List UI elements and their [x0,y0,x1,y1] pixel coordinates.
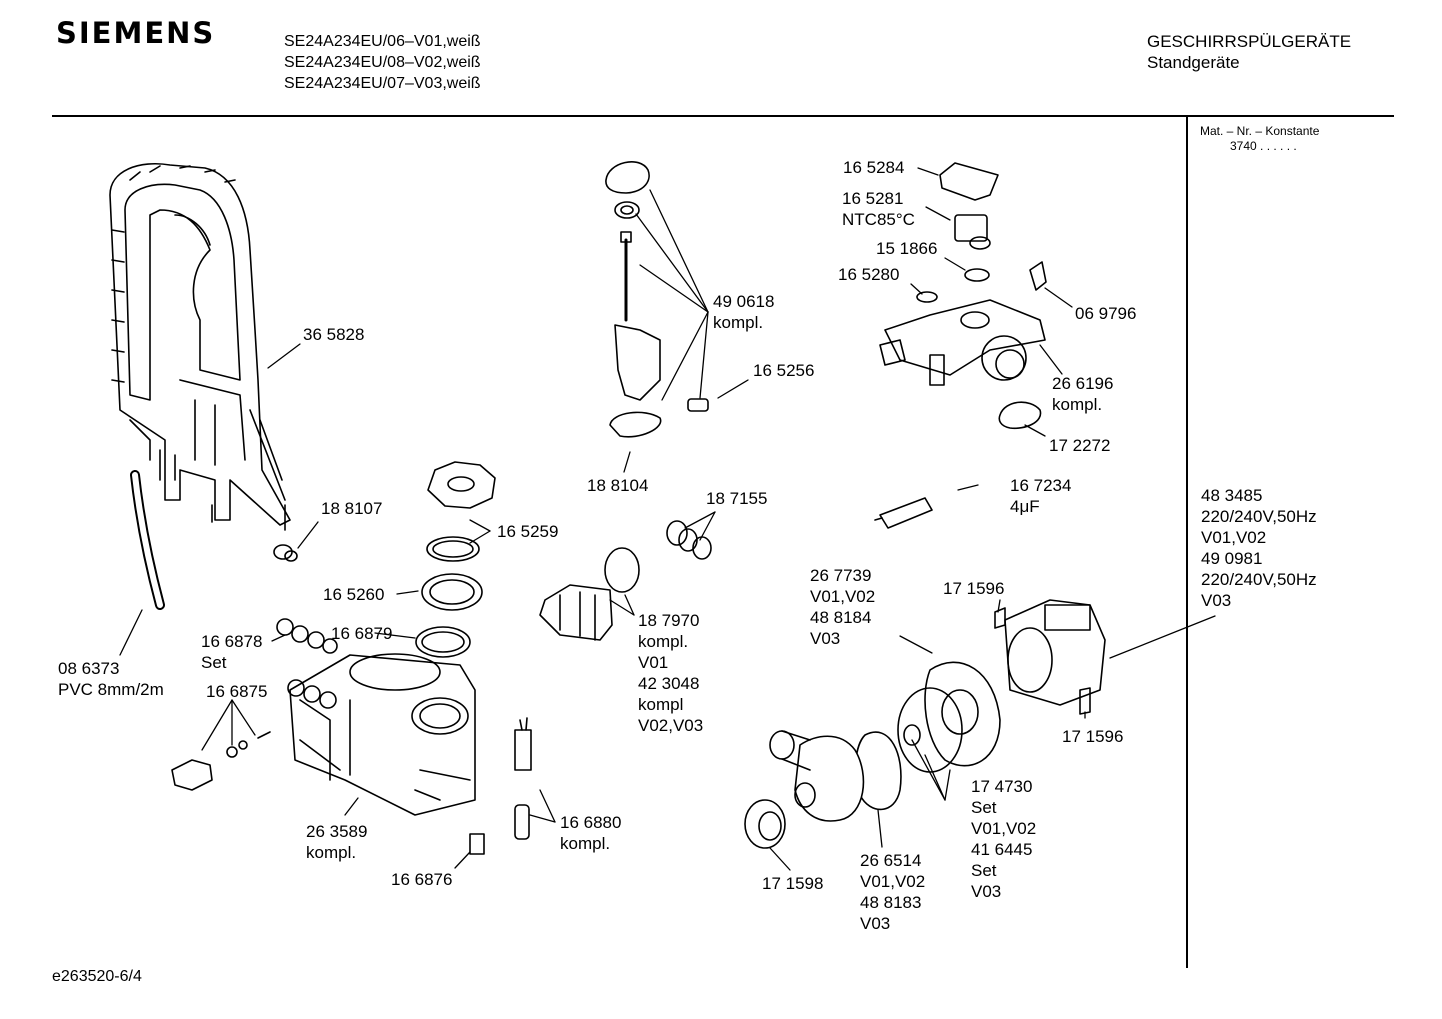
material-number-value: 3740 . . . . . . [1230,139,1297,153]
drain-pump-drawing [539,584,613,641]
part-label-171596-bottom: 17 1596 [1062,727,1124,746]
hose-clamp-drawing [998,401,1042,430]
side-divider [1186,117,1188,968]
part-label-172272: 17 2272 [1049,436,1111,455]
model-line: SE24A234EU/07–V03,weiß [284,75,481,92]
seal-ring-large-drawing [897,687,963,773]
part-label-267739: 26 7739 V01,V02 48 8184 V03 [810,566,876,648]
cover-drawing [939,162,999,201]
clamp-drawing [273,544,298,562]
part-label-166878: 16 6878 Set [201,632,263,672]
cap-drawing [427,461,496,509]
material-number-label: Mat. – Nr. – Konstante [1200,124,1320,138]
part-label-086373: 08 6373 PVC 8mm/2m [58,659,164,699]
drawing-code: e263520-6/4 [52,968,142,985]
model-line: SE24A234EU/08–V02,weiß [284,54,481,71]
clip-drawing [469,833,485,855]
category-title: GESCHIRRSPÜLGERÄTE [1147,32,1352,51]
heat-exchanger-drawing [109,163,291,531]
o-ring-small-drawing [964,268,990,282]
pump-housing-plate-drawing [924,661,1001,767]
part-label-188104: 18 8104 [587,476,649,495]
shaft-seal-drawing [744,799,786,849]
part-label-187970: 18 7970 kompl. V01 42 3048 kompl V02,V03 [638,611,704,735]
part-label-490618: 49 0618 kompl. [713,292,775,332]
part-label-165280: 16 5280 [838,265,900,284]
part-label-151866: 15 1866 [876,239,938,258]
ring-drawing [421,573,483,611]
part-label-165259: 16 5259 [497,522,559,541]
part-label-166876: 16 6876 [391,870,453,889]
part-label-165256: 16 5256 [753,361,815,380]
category-block: GESCHIRRSPÜLGERÄTE Standgeräte [1147,31,1351,73]
material-number-block: Mat. – Nr. – Konstante 3740 . . . . . . [1200,124,1319,154]
heating-block-drawing [879,299,1046,386]
part-label-365828: 36 5828 [303,325,365,344]
pump-chamber-drawing [769,730,865,822]
water-softener-drawing [287,653,476,816]
part-label-266514: 26 6514 V01,V02 48 8183 V03 [860,851,926,933]
brand-logo: SIEMENS [56,16,216,50]
part-label-166880: 16 6880 kompl. [560,813,622,853]
part-label-166879: 16 6879 [331,624,393,643]
o-ring-drawing [604,547,640,593]
model-list: SE24A234EU/06–V01,weiß SE24A234EU/08–V02… [284,31,481,94]
bushing-drawing [666,520,712,560]
valve-drawing [171,731,271,791]
part-label-165260: 16 5260 [323,585,385,604]
part-label-266196: 26 6196 kompl. [1052,374,1114,414]
part-label-171596-top: 17 1596 [943,579,1005,598]
part-label-174730: 17 4730 Set V01,V02 41 6445 Set V03 [971,777,1037,901]
part-label-483485: 48 3485 220/240V,50Hz V01,V02 49 0981 22… [1201,486,1317,610]
seal-set-drawing [276,618,338,654]
part-label-165281: 16 5281 NTC85°C [842,189,915,229]
gasket-drawing [426,536,480,562]
spray-arm-hub-drawing [605,161,662,438]
part-label-187155: 18 7155 [706,489,768,508]
seal-ring-drawing [415,626,471,658]
part-label-263589: 26 3589 kompl. [306,822,368,862]
leader-lines [119,167,1216,871]
part-label-167234: 16 7234 4μF [1010,476,1072,516]
part-label-165284: 16 5284 [843,158,905,177]
clip-bracket-drawing [1029,261,1047,291]
part-label-188107: 18 8107 [321,499,383,518]
header-divider [52,115,1394,117]
part-label-069796: 06 9796 [1075,304,1137,323]
nozzle-drawing [687,398,709,412]
part-label-166875: 16 6875 [206,682,268,701]
ntc-sensor-drawing [954,214,991,250]
circulation-pump-motor-drawing [1004,599,1106,706]
part-label-171598: 17 1598 [762,874,824,893]
level-switch-drawing [514,717,532,840]
capacitor-drawing [874,497,933,529]
category-subtitle: Standgeräte [1147,53,1240,72]
model-line: SE24A234EU/06–V01,weiß [284,33,481,50]
